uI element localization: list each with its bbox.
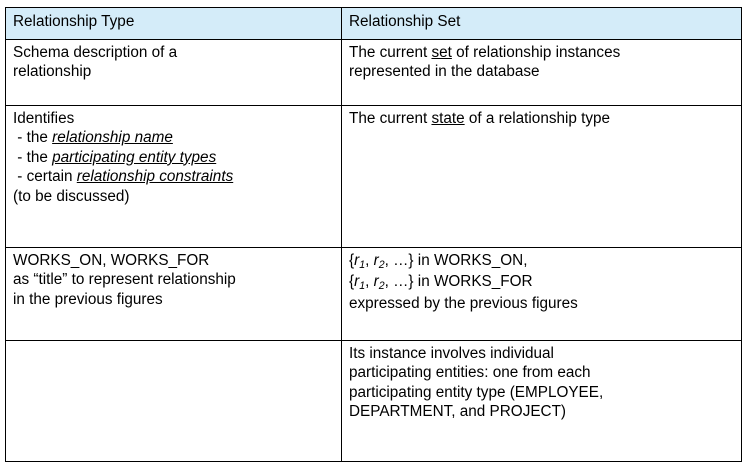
variable-r: r [373, 252, 379, 269]
cell-type-schema-description: Schema description of a relationship [5, 39, 342, 106]
emphasis-relationship-constraints: relationship constraints [76, 168, 234, 186]
bullet-relationship-constraints: - certain relationship constraints [13, 167, 335, 186]
text-line: in the previous figures [13, 290, 163, 308]
cell-set-instance-sets: {r1, r2, …} in WORKS_ON, {r1, r2, …} in … [341, 247, 742, 341]
text-fragment: - certain [13, 168, 77, 186]
variable-r: r [354, 252, 360, 269]
column-header-relationship-set: Relationship Set [341, 7, 742, 40]
table-row: Schema description of a relationship The… [5, 39, 742, 106]
table-row: Identifies - the relationship name - the… [5, 105, 742, 248]
relationship-comparison-table: Relationship Type Relationship Set Schem… [5, 7, 742, 462]
text-line: The current set of relationship instance… [349, 43, 735, 62]
cell-type-identifies: Identifies - the relationship name - the… [5, 105, 342, 248]
text-line: participating entity type (EMPLOYEE, [349, 383, 604, 401]
bullet-relationship-name: - the relationship name [13, 128, 335, 147]
text-line: Its instance involves individual [349, 345, 554, 362]
emphasis-set: set [431, 44, 452, 61]
cell-type-empty [5, 340, 342, 462]
text-fragment: The current [349, 110, 432, 127]
text-line: participating entities: one from each [349, 364, 591, 382]
text-line: Schema description of a [13, 44, 178, 61]
text-line: WORKS_ON, WORKS_FOR [13, 252, 210, 269]
variable-r: r [354, 273, 360, 291]
cell-set-current-set: The current set of relationship instance… [341, 39, 742, 106]
subscript-1: 1 [359, 259, 366, 271]
text-line: as “title” to represent relationship [13, 271, 236, 289]
emphasis-participating-entity-types: participating entity types [52, 148, 217, 166]
text-fragment: { [349, 273, 355, 291]
text-fragment: - the [13, 148, 53, 166]
text-line: expressed by the previous figures [349, 294, 578, 312]
text-line-works-on-set: {r1, r2, …} in WORKS_ON, [349, 251, 735, 272]
text-line-identifies: Identifies [13, 110, 75, 127]
text-line: DEPARTMENT, and PROJECT) [349, 403, 567, 421]
subscript-2: 2 [378, 280, 385, 293]
comparison-table-container: Relationship Type Relationship Set Schem… [5, 7, 742, 462]
cell-set-instance-description: Its instance involves individual partici… [341, 340, 742, 462]
text-line: represented in the database [349, 63, 540, 81]
subscript-1: 1 [359, 280, 366, 293]
text-fragment: of relationship instances [451, 44, 621, 61]
subscript-2: 2 [378, 259, 385, 271]
text-fragment: The current [349, 44, 432, 61]
text-line: The current state of a relationship type [349, 109, 735, 128]
text-fragment: , [365, 273, 374, 291]
table-row: WORKS_ON, WORKS_FOR as “title” to repres… [5, 247, 742, 341]
text-line-works-for-set: {r1, r2, …} in WORKS_FOR [349, 272, 735, 293]
cell-type-works-on-works-for: WORKS_ON, WORKS_FOR as “title” to repres… [5, 247, 342, 341]
text-line: relationship [13, 63, 92, 81]
text-fragment: of a relationship type [464, 110, 611, 127]
table-row: Its instance involves individual partici… [5, 340, 742, 462]
text-fragment: , [365, 252, 374, 269]
text-fragment: , …} [384, 273, 414, 291]
column-header-relationship-type: Relationship Type [5, 7, 342, 40]
cell-set-current-state: The current state of a relationship type [341, 105, 742, 248]
emphasis-relationship-name: relationship name [52, 129, 173, 147]
text-fragment: in WORKS_ON, [413, 252, 528, 269]
variable-r: r [373, 273, 379, 291]
text-fragment: - the [13, 129, 53, 147]
text-fragment: { [349, 252, 355, 269]
text-fragment: , …} [384, 252, 414, 269]
bullet-participating-entity-types: - the participating entity types [13, 148, 335, 167]
table-header-row: Relationship Type Relationship Set [5, 7, 742, 40]
text-line-note: (to be discussed) [13, 187, 130, 205]
emphasis-state: state [431, 110, 465, 127]
text-fragment: in WORKS_FOR [413, 273, 533, 291]
